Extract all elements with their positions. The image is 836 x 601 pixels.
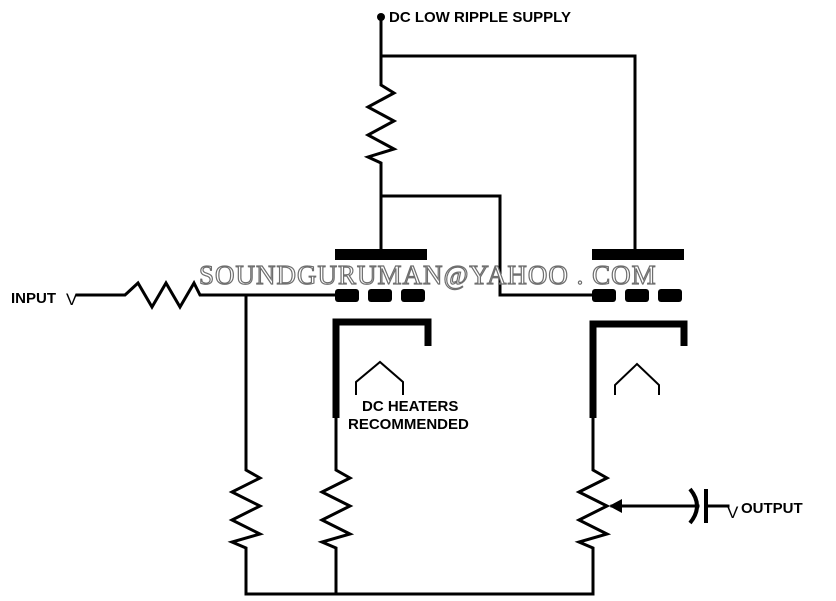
tube-2	[589, 249, 688, 418]
tube-2-grid-segment	[592, 289, 616, 302]
tube-2-heater	[614, 362, 660, 395]
tube-2-grid-segment	[658, 289, 682, 302]
tube-1-grid-segment	[335, 289, 359, 302]
cathode-resistor-1	[317, 416, 355, 596]
wiper-arrow	[609, 499, 622, 513]
input-symbol: V	[66, 290, 78, 309]
tube-1-grid-segment	[401, 289, 425, 302]
heaters-label-line2: RECOMMENDED	[348, 416, 469, 433]
tube-1	[332, 249, 432, 418]
supply-label: DC LOW RIPPLE SUPPLY	[389, 9, 571, 26]
output-capacitor	[688, 487, 730, 525]
tube-1-grid-segment	[368, 289, 392, 302]
tube-1-heater	[355, 360, 404, 395]
tube-2-cathode	[589, 320, 688, 418]
watermark: SOUNDGURUMAN@YAHOO . COM	[199, 260, 657, 290]
tube-1-plate	[335, 249, 427, 260]
supply-node	[377, 13, 637, 252]
tube-2-grid-segment	[625, 289, 649, 302]
plate-resistor	[363, 54, 398, 252]
tube-2-plate	[592, 249, 684, 260]
coupling-wire	[379, 194, 595, 297]
output-potentiometer	[574, 416, 700, 596]
input-wire	[75, 279, 337, 310]
tube-1-cathode	[332, 318, 432, 418]
grid-resistor	[227, 293, 265, 596]
input-label: INPUT	[11, 290, 56, 307]
output-label: OUTPUT	[741, 500, 803, 517]
output-symbol: V	[727, 503, 739, 522]
heaters-label-line1: DC HEATERS	[362, 398, 458, 415]
